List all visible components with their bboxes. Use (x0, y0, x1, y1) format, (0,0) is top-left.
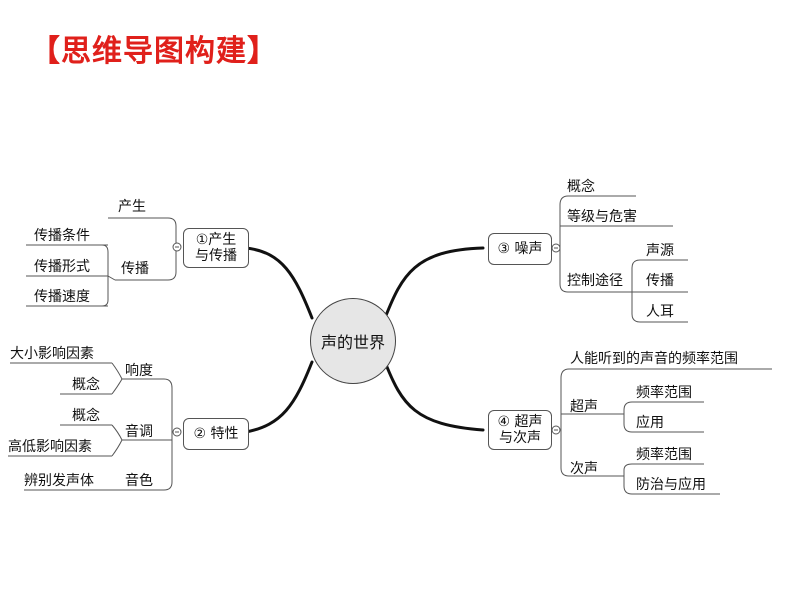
leaf-propagation-condition: 传播条件 (34, 228, 90, 244)
subtopic-audible-range: 人能听到的声音的频率范围 (570, 351, 738, 367)
leaf-infrasound-prevention-application: 防治与应用 (636, 477, 706, 493)
leaf-ultrasound-range: 频率范围 (636, 385, 692, 401)
subtopic-noise-concept: 概念 (567, 179, 595, 195)
central-topic: 声的世界 (310, 298, 396, 384)
branch-origin-propagation: ①产生 与传播 (183, 228, 249, 268)
leaf-infrasound-range: 频率范围 (636, 447, 692, 463)
leaf-loudness-concept: 概念 (72, 377, 100, 393)
subtopic-propagation: 传播 (121, 261, 149, 277)
subtopic-loudness: 响度 (125, 363, 153, 379)
leaf-pitch-factors: 高低影响因素 (8, 439, 92, 455)
leaf-control-source: 声源 (646, 243, 674, 259)
leaf-control-ear: 人耳 (646, 304, 674, 320)
leaf-loudness-factors: 大小影响因素 (10, 346, 94, 362)
subtopic-ultrasound: 超声 (570, 399, 598, 415)
leaf-control-propagation: 传播 (646, 273, 674, 289)
leaf-propagation-speed: 传播速度 (34, 289, 90, 305)
leaf-pitch-concept: 概念 (72, 408, 100, 424)
branch-noise: ③ 噪声 (488, 233, 552, 265)
leaf-identify-source: 辨别发声体 (24, 473, 94, 489)
page-title: 【思维导图构建】 (30, 34, 278, 69)
leaf-propagation-form: 传播形式 (34, 259, 90, 275)
subtopic-origin: 产生 (118, 199, 146, 215)
branch-characteristics: ② 特性 (183, 418, 249, 450)
subtopic-pitch: 音调 (125, 424, 153, 440)
subtopic-noise-control: 控制途径 (567, 273, 623, 289)
subtopic-noise-level-harm: 等级与危害 (567, 209, 637, 225)
subtopic-timbre: 音色 (125, 473, 153, 489)
subtopic-infrasound: 次声 (570, 461, 598, 477)
leaf-ultrasound-application: 应用 (636, 415, 664, 431)
branch-ultrasound-infrasound: ④ 超声 与次声 (488, 410, 552, 450)
